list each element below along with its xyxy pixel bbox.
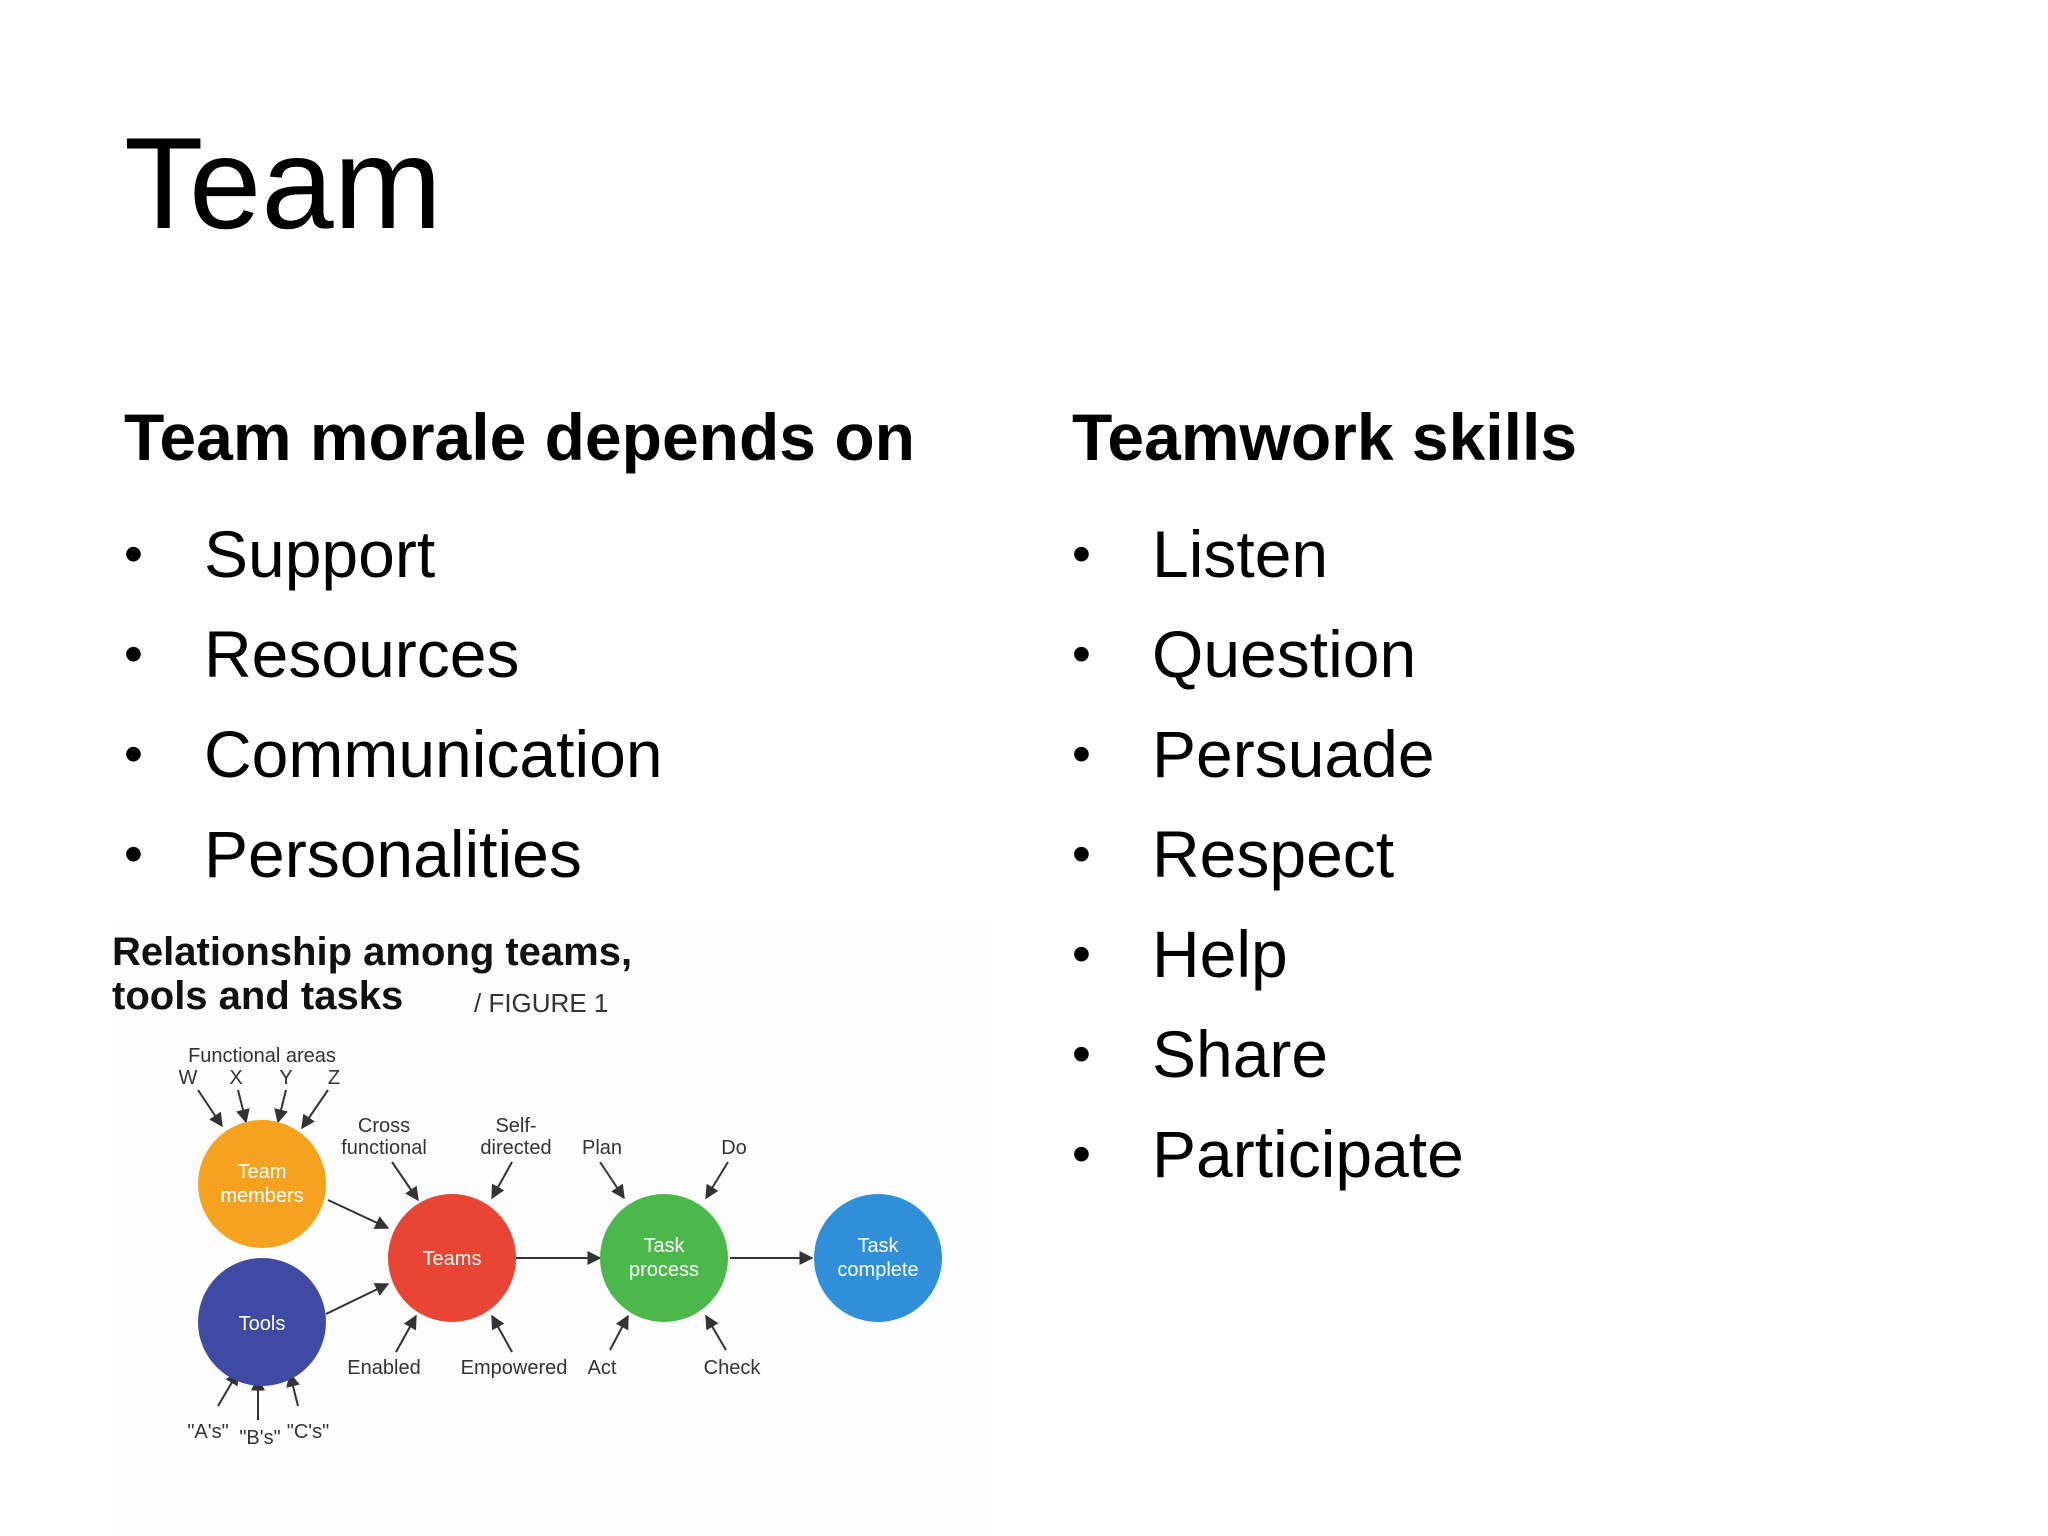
right-bullet-list: • Listen • Question • Persuade • Respect • He… xyxy=(1072,504,1972,1204)
arrow-cs-tools xyxy=(286,1372,300,1407)
list-item-text: Help xyxy=(1152,917,1288,991)
bullet-icon: • xyxy=(1072,624,1091,684)
list-item: • Support xyxy=(124,504,1024,604)
list-item-text: Support xyxy=(204,517,436,591)
cross-functional-label-2: functional xyxy=(341,1137,427,1159)
figure-title-line-1: Relationship among teams, xyxy=(112,930,633,974)
task-process-label-1: Task xyxy=(643,1235,685,1257)
list-item: • Participate xyxy=(1072,1104,1972,1204)
list-item-text: Respect xyxy=(1152,817,1395,891)
tools-label: Tools xyxy=(239,1313,286,1335)
list-item: • Persuade xyxy=(1072,704,1972,804)
team-members-label-2: members xyxy=(220,1185,303,1207)
relationship-diagram: Team members Tools Teams Task process Ta… xyxy=(179,1045,942,1449)
list-item: • Personalities xyxy=(124,804,1024,904)
list-item-text: Personalities xyxy=(204,817,582,891)
arrow-y xyxy=(274,1089,288,1124)
task-complete-label-1: Task xyxy=(857,1235,899,1257)
do-label: Do xyxy=(721,1137,747,1159)
act-label: Act xyxy=(588,1357,617,1379)
bullet-icon: • xyxy=(1072,824,1091,884)
list-item: • Question xyxy=(1072,604,1972,704)
arrow-members-teams xyxy=(327,1199,390,1230)
arrow-act-process xyxy=(609,1314,629,1351)
functional-areas-label: Functional areas xyxy=(188,1045,336,1067)
functional-area-z: Z xyxy=(328,1067,340,1089)
functional-area-y: Y xyxy=(279,1067,292,1089)
slide-title: Team xyxy=(124,110,442,256)
arrow-tools-teams xyxy=(325,1283,390,1315)
list-item: • Resources xyxy=(124,604,1024,704)
arrow-z xyxy=(301,1089,329,1130)
team-members-label-1: Team xyxy=(238,1161,287,1183)
list-item: • Communication xyxy=(124,704,1024,804)
team-members-node xyxy=(198,1120,326,1248)
left-bullet-list: • Support • Resources • Communication • Pers… xyxy=(124,504,1024,904)
bullet-icon: • xyxy=(1072,724,1091,784)
tool-input-cs: "C's" xyxy=(287,1421,329,1443)
arrow-empowered-teams xyxy=(491,1314,513,1353)
bullet-icon: • xyxy=(124,624,143,684)
bullet-icon: • xyxy=(1072,924,1091,984)
list-item-text: Resources xyxy=(204,617,520,691)
relationship-figure: Team members Tools Teams Task process Ta… xyxy=(112,922,992,1536)
figure-number-label: / FIGURE 1 xyxy=(474,988,609,1018)
left-column-heading: Team morale depends on xyxy=(124,400,915,474)
task-process-label-2: process xyxy=(629,1259,699,1281)
list-item-text: Question xyxy=(1152,617,1417,691)
list-item-text: Participate xyxy=(1152,1117,1464,1191)
cross-functional-label-1: Cross xyxy=(358,1115,410,1137)
teams-label: Teams xyxy=(423,1248,482,1270)
list-item: • Help xyxy=(1072,904,1972,1004)
arrow-check-process xyxy=(705,1314,727,1351)
arrow-w xyxy=(197,1089,223,1128)
bullet-icon: • xyxy=(124,724,143,784)
list-item-text: Listen xyxy=(1152,517,1329,591)
enabled-label: Enabled xyxy=(347,1357,420,1379)
tool-input-bs: "B's" xyxy=(239,1427,280,1449)
list-item-text: Communication xyxy=(204,717,663,791)
arrow-cross-teams xyxy=(391,1161,419,1202)
right-column: Teamwork skills •Listen •Question •Persu… xyxy=(1072,404,1972,1204)
list-item: • Respect xyxy=(1072,804,1972,904)
arrow-x xyxy=(236,1089,250,1124)
arrow-enabled-teams xyxy=(395,1314,417,1353)
bullet-icon: • xyxy=(124,824,143,884)
functional-area-x: X xyxy=(229,1067,242,1089)
check-label: Check xyxy=(704,1357,762,1379)
task-complete-label-2: complete xyxy=(837,1259,918,1281)
list-item: • Share xyxy=(1072,1004,1972,1104)
figure-title: Relationship among teams, tools and task… xyxy=(112,930,632,1018)
arrows xyxy=(197,1089,814,1420)
figure-title-line-2: tools and tasks xyxy=(112,974,404,1018)
teams-node xyxy=(388,1194,516,1322)
list-item-text: Persuade xyxy=(1152,717,1435,791)
tool-input-as: "A's" xyxy=(187,1421,228,1443)
self-directed-label-1: Self- xyxy=(495,1115,536,1137)
bullet-icon: • xyxy=(1072,1124,1091,1184)
self-directed-label-2: directed xyxy=(480,1137,551,1159)
functional-area-w: W xyxy=(179,1067,198,1089)
left-column: Team morale depends on •Support •Resourc… xyxy=(124,404,1024,904)
arrow-self-teams xyxy=(491,1161,513,1200)
plan-label: Plan xyxy=(582,1137,622,1159)
empowered-label: Empowered xyxy=(461,1357,568,1379)
list-item: • Listen xyxy=(1072,504,1972,604)
task-process-node xyxy=(600,1194,728,1322)
bullet-icon: • xyxy=(1072,524,1091,584)
bullet-icon: • xyxy=(1072,1024,1091,1084)
task-complete-node xyxy=(814,1194,942,1322)
arrow-do-process xyxy=(705,1161,729,1200)
right-column-heading: Teamwork skills xyxy=(1072,400,1578,474)
list-item-text: Share xyxy=(1152,1017,1329,1091)
arrow-plan-process xyxy=(599,1161,625,1200)
bullet-icon: • xyxy=(124,524,143,584)
tools-node xyxy=(198,1258,326,1386)
